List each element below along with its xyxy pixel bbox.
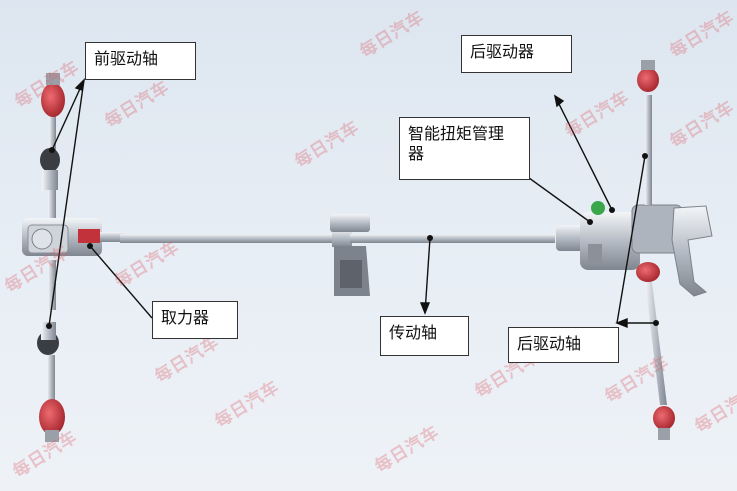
torque-manager-green-connector <box>591 201 605 215</box>
label-rear-axle: 后驱动轴 <box>508 327 619 363</box>
front-boot-top <box>41 83 65 117</box>
label-pto: 取力器 <box>152 301 238 339</box>
rear-axle <box>636 60 675 440</box>
callout-dots <box>46 147 659 329</box>
label-torque-manager: 智能扭矩管理 器 <box>399 117 530 180</box>
center-bearing <box>330 214 370 232</box>
rear-boot-top <box>637 68 659 92</box>
driveshaft <box>120 214 555 296</box>
front-axle <box>37 73 65 442</box>
label-front-axle: 前驱动轴 <box>85 42 196 80</box>
rear-drive-unit <box>556 201 713 297</box>
rear-boot-bottom <box>653 406 675 430</box>
label-rear-drive-unit: 后驱动器 <box>461 35 572 73</box>
front-boot-bottom <box>39 399 65 435</box>
label-driveshaft: 传动轴 <box>380 316 469 356</box>
